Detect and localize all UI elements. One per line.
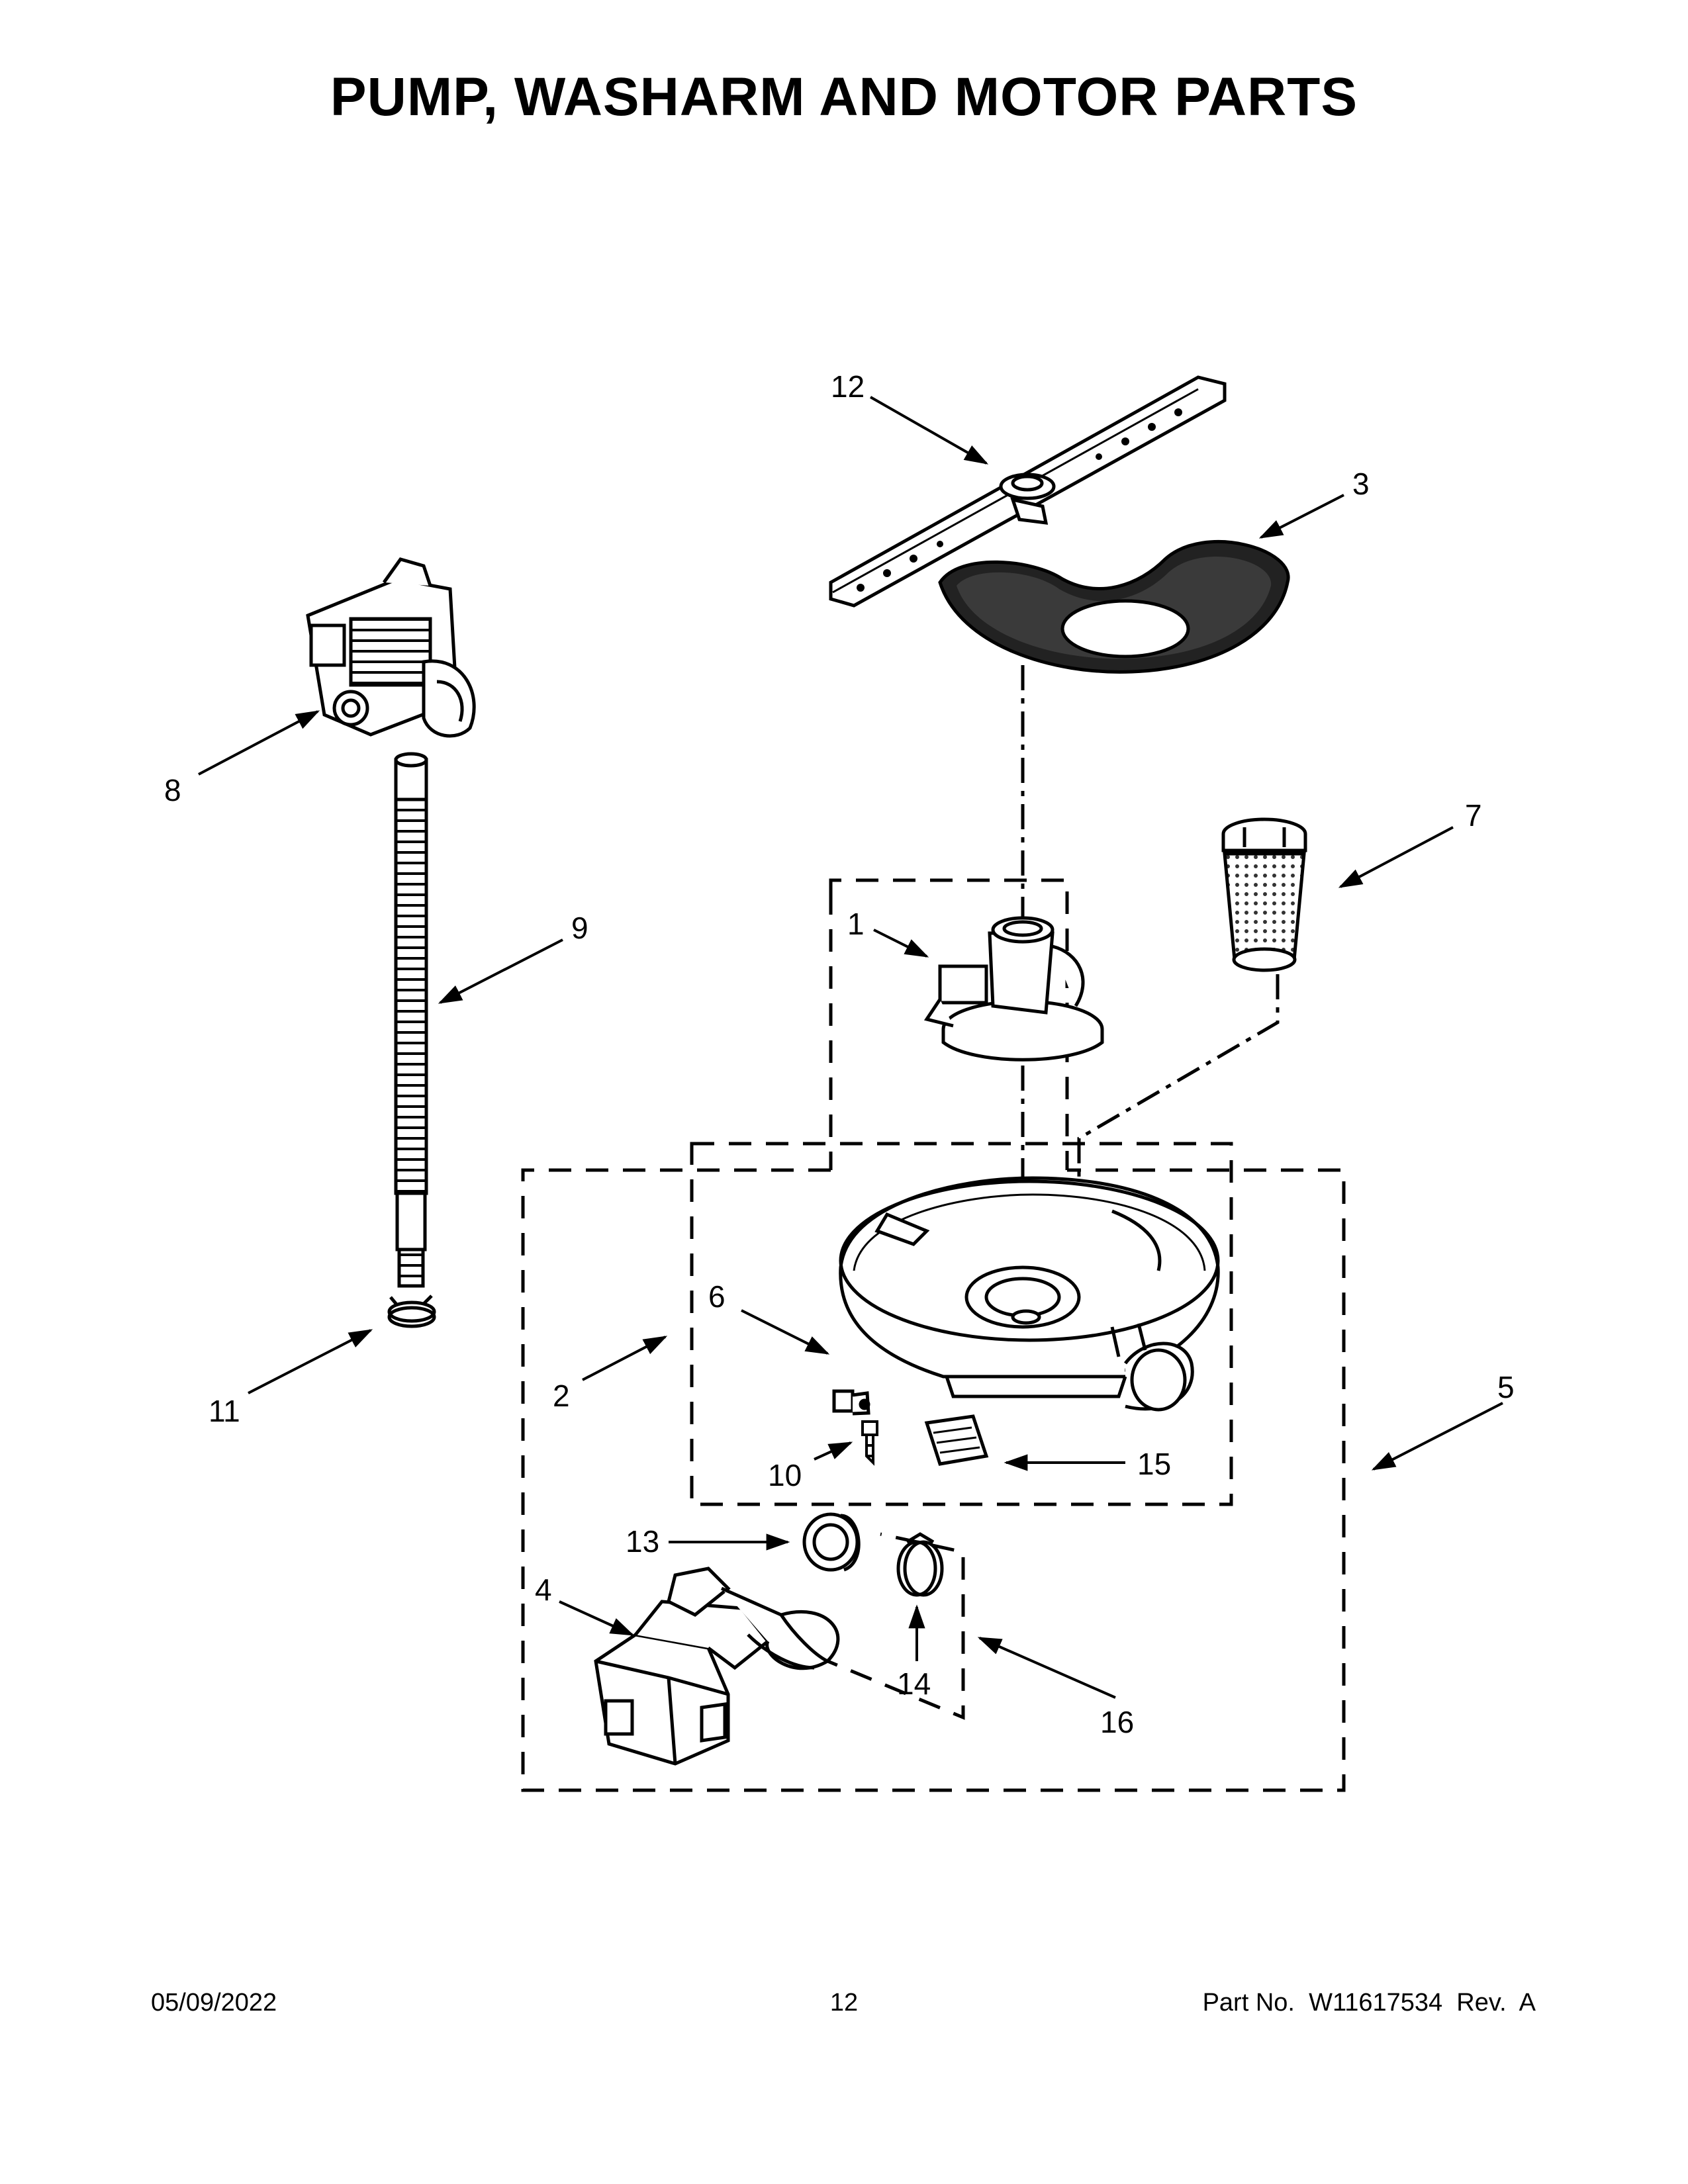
leader-9 (438, 938, 563, 1004)
dashed-box-16 (747, 1532, 965, 1720)
mesh-filter-7 (1221, 817, 1307, 972)
footer-date: 05/09/2022 (151, 1989, 277, 2017)
callout-7: 7 (1465, 798, 1482, 833)
spray-arm-12 (829, 375, 1227, 608)
callout-14: 14 (897, 1666, 931, 1701)
circulation-motor-4 (594, 1567, 840, 1766)
leader-7 (1338, 826, 1454, 888)
leader-6 (741, 1309, 830, 1355)
leader-8 (198, 710, 320, 776)
callout-4: 4 (535, 1572, 552, 1607)
bracket-6 (832, 1389, 870, 1416)
leader-5 (1371, 1402, 1503, 1471)
hose-clamp-11 (387, 1295, 436, 1328)
filter-shield-3 (938, 540, 1290, 674)
leader-1 (873, 929, 929, 958)
leader-16 (977, 1637, 1116, 1699)
callout-12: 12 (831, 369, 865, 404)
clamp-14 (896, 1532, 944, 1597)
callout-10: 10 (768, 1458, 802, 1492)
leader-3 (1258, 494, 1344, 539)
page-title: PUMP, WASHARM AND MOTOR PARTS (330, 67, 1358, 127)
callout-16: 16 (1100, 1705, 1134, 1739)
leader-4 (559, 1600, 635, 1636)
dashed-box-2 (690, 1142, 1233, 1506)
callout-3: 3 (1352, 467, 1370, 501)
leader-10 (814, 1441, 853, 1461)
callout-11: 11 (209, 1394, 240, 1428)
callout-8: 8 (164, 773, 181, 807)
dashed-box-5 (521, 1168, 1346, 1792)
diverter-1 (923, 916, 1104, 1062)
leader-2 (582, 1336, 668, 1381)
connector-15 (924, 1414, 989, 1466)
leader-11 (248, 1329, 373, 1394)
footer-page-number: 12 (829, 1989, 859, 2017)
leader-12 (870, 396, 989, 465)
callout-6: 6 (708, 1279, 726, 1314)
callout-9: 9 (571, 911, 588, 945)
sump-assembly (839, 1176, 1220, 1412)
grommet-13 (802, 1512, 861, 1572)
callout-13: 13 (626, 1524, 659, 1559)
footer-part-number: Part No. W11617534 Rev. A (1202, 1989, 1536, 2017)
callout-5: 5 (1497, 1370, 1515, 1404)
callout-1: 1 (847, 907, 865, 941)
screw-10 (861, 1420, 878, 1466)
callout-2: 2 (553, 1379, 570, 1413)
drain-hose-9 (394, 752, 428, 1288)
callout-15: 15 (1137, 1447, 1171, 1481)
drain-pump-8 (306, 557, 476, 738)
